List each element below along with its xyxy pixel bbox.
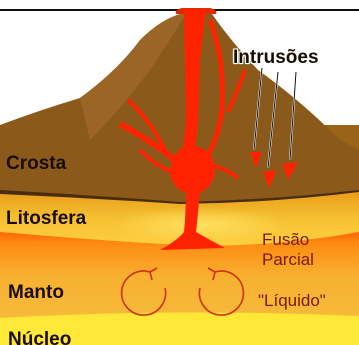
label-liquido: "Líquido" xyxy=(258,292,326,309)
label-fusao: Fusão xyxy=(262,231,309,248)
label-nucleo: Núcleo xyxy=(8,330,71,345)
label-parcial: Parcial xyxy=(262,251,314,268)
label-manto: Manto xyxy=(8,283,64,302)
label-intrusoes: Intrusões xyxy=(233,48,319,67)
label-litosfera: Litosfera xyxy=(6,209,86,228)
label-crosta: Crosta xyxy=(6,154,66,173)
